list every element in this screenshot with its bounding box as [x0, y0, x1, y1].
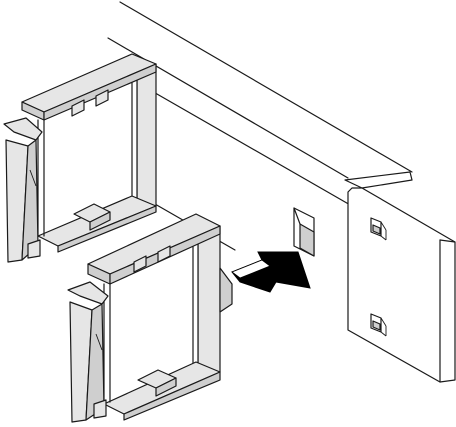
opening-inner: [299, 223, 315, 257]
bracket-lower-back-post: [197, 225, 221, 379]
chassis-top-edge: [119, 1, 413, 173]
bracket-lower-back-inner: [192, 229, 199, 381]
chassis-lower-line: [149, 89, 353, 207]
bracket-upper-back-inner: [131, 67, 138, 213]
target-opening: [293, 207, 315, 257]
mounting-flange: [344, 171, 456, 383]
flange-slot-upper: [370, 217, 387, 241]
bracket-lower-latch-top: [67, 281, 109, 305]
bracket-lower: [67, 213, 233, 423]
bracket-upper-back-post: [136, 63, 157, 211]
insert-arrow-icon: [231, 251, 311, 293]
flange-slot-lower: [370, 313, 387, 337]
flange-plate: [347, 187, 456, 383]
flange-edge-top: [439, 239, 456, 243]
bracket-upper-latch-top: [3, 117, 43, 141]
flange-top-lip: [344, 171, 413, 189]
bracket-upper: [3, 53, 157, 263]
